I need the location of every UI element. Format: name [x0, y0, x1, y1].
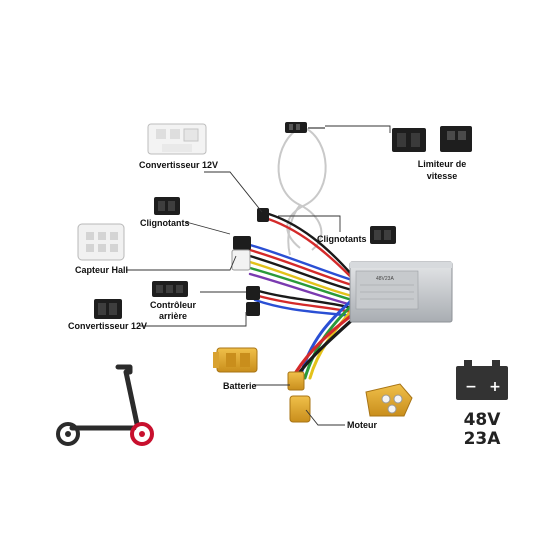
harness-connectors — [231, 208, 269, 316]
battery-voltage: 48V — [463, 410, 501, 430]
label-controleur-line2: arrière — [158, 311, 188, 321]
limiter-side-connector — [285, 122, 307, 133]
battery-icon — [456, 360, 508, 400]
capteur-hall-connector — [77, 223, 125, 261]
batterie-connector — [213, 347, 258, 373]
converter-12v-top-connector — [147, 123, 207, 155]
label-controleur-line1: Contrôleur — [150, 300, 196, 310]
wire-harness — [248, 210, 354, 380]
scooter-icon — [56, 364, 154, 446]
converter-12v-bottom-connector — [94, 299, 122, 319]
label-moteur: Moteur — [347, 420, 377, 430]
label-limiteur-line1: Limiteur de — [417, 159, 467, 169]
battery-current: 23A — [463, 429, 501, 449]
clignotants-left-connector — [154, 197, 180, 215]
controleur-arriere-connector — [152, 281, 188, 297]
label-limiteur-line2: vitesse — [426, 171, 458, 181]
moteur-connector — [365, 383, 413, 417]
leader-lines — [126, 125, 391, 426]
label-convertisseur-12v-bottom: Convertisseur 12V — [68, 321, 148, 331]
clignotants-right-connector — [370, 226, 396, 244]
speed-limiter-connectors — [392, 126, 472, 152]
battery-plus-sign: + — [489, 379, 501, 395]
label-clignotants-right: Clignotants — [317, 234, 367, 244]
label-capteur-hall: Capteur Hall — [75, 265, 129, 275]
battery-cable-connector — [287, 371, 311, 423]
label-batterie: Batterie — [223, 381, 257, 391]
controller-sticker-text: 48V23A — [376, 276, 394, 282]
controller-box — [349, 261, 453, 323]
label-clignotants-left: Clignotants — [140, 218, 190, 228]
white-cable-loop — [277, 127, 327, 256]
label-convertisseur-12v-top: Convertisseur 12V — [139, 160, 219, 170]
battery-minus-sign: − — [465, 379, 477, 395]
